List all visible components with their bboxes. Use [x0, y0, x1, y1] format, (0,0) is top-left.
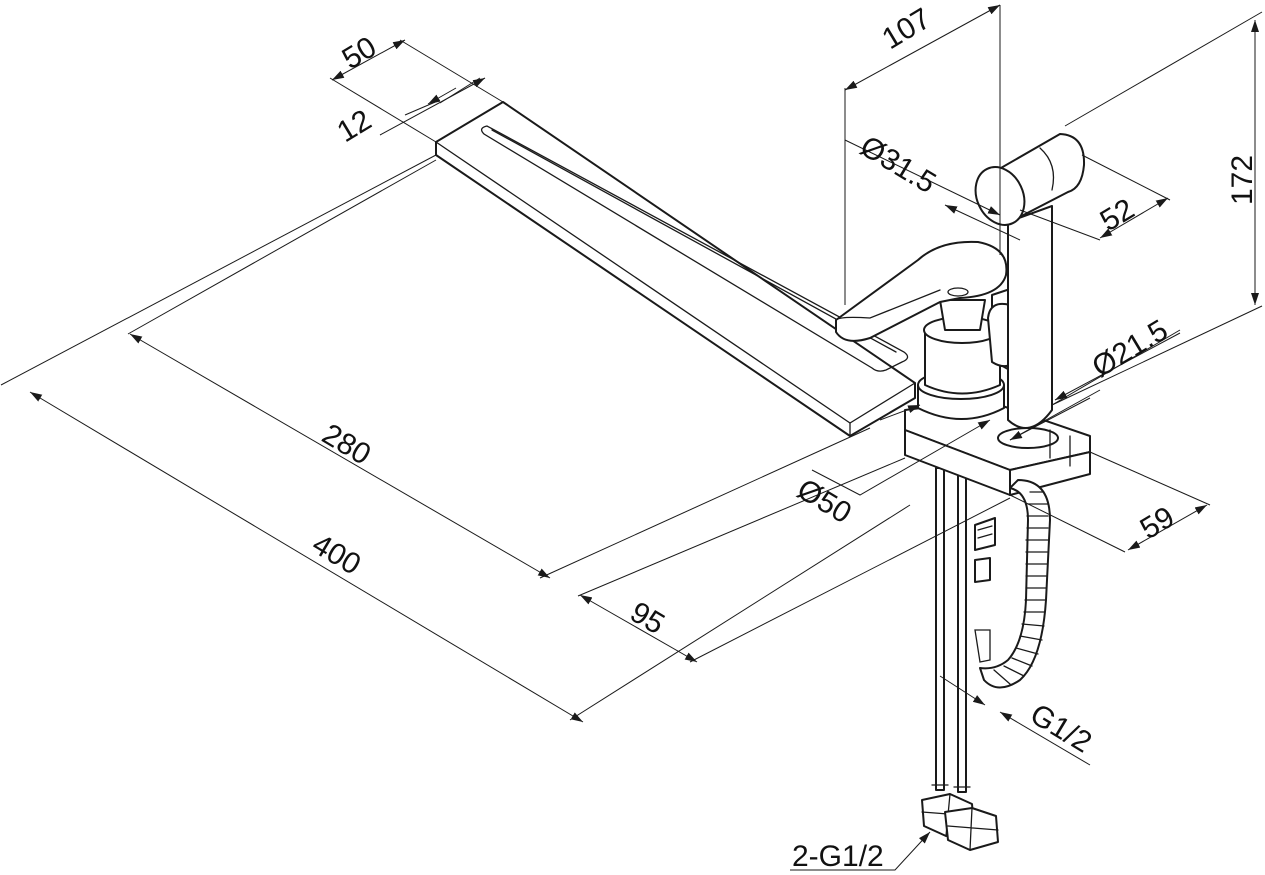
dim-400: 400 — [0, 154, 911, 723]
dim-172-label: 172 — [1226, 155, 1259, 205]
dim-52-label: 52 — [1095, 193, 1141, 238]
dim-g1-2-label: G1/2 — [1024, 698, 1097, 760]
faucet-assembly — [435, 101, 1091, 851]
dim-2-g1-2: 2-G1/2 — [790, 831, 931, 873]
spout-plate — [435, 101, 916, 437]
dim-2-g1-2-label: 2-G1/2 — [792, 840, 884, 873]
supply-nuts — [921, 793, 999, 851]
flexible-hose — [974, 479, 1051, 689]
dim-172: 172 — [1051, 11, 1263, 406]
dim-d31-5-label: Ø31.5 — [854, 130, 941, 200]
dim-59-label: 59 — [1135, 501, 1181, 546]
supply-pipes — [931, 467, 971, 793]
lever-handle — [835, 240, 1008, 342]
dim-50-label: 50 — [337, 31, 383, 76]
dim-400-label: 400 — [306, 528, 366, 582]
dim-d21-5-label: Ø21.5 — [1087, 314, 1174, 384]
hand-shower — [974, 133, 1086, 429]
dim-95-label: 95 — [624, 596, 670, 641]
dim-107-label: 107 — [877, 2, 937, 56]
dim-d50-label: Ø50 — [791, 473, 857, 530]
mixer-body — [917, 299, 1005, 420]
dim-12-label: 12 — [332, 104, 378, 149]
dim-280-label: 280 — [316, 418, 376, 472]
dim-95: 95 — [577, 457, 1011, 663]
